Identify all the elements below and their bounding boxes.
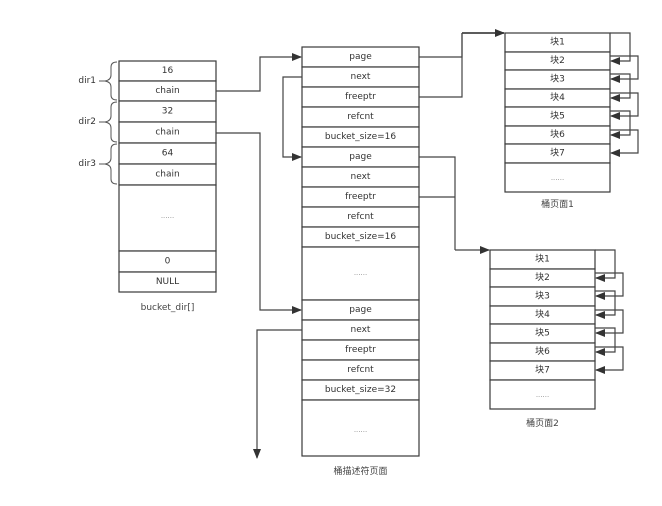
desc-cell-ellipsis-2: [301, 399, 420, 457]
bp2-block-text: 块1: [535, 253, 550, 265]
bp2-block-text: 块7: [535, 364, 550, 376]
bp1-block-text: 块3: [550, 73, 565, 85]
bucket-dir-array: 16 chain 32 chain 64 chain ...... 0 NULL…: [118, 60, 217, 313]
dir-braces: dir1 dir2 dir3: [78, 61, 118, 185]
desc-cell-text: next: [351, 72, 371, 82]
bucket-page-2: 块1 块2 块3 块4 块5 块6 块7 ...... 桶页面2: [489, 249, 596, 429]
bucket-dir-cell-text: 16: [162, 66, 174, 76]
bucket-dir-cell-text: 0: [165, 257, 171, 267]
bp2-ellipsis: [489, 379, 596, 410]
dir2-label: dir2: [78, 117, 96, 127]
line-freeptr1-to-bp1: [419, 33, 463, 98]
bp1-chain-arrow-3-to-4: [610, 73, 631, 102]
bucket-dir-cell-text: chain: [155, 128, 179, 138]
bp2-chain-arrow-1-to-2: [595, 249, 616, 282]
desc-cell-text: refcnt: [347, 212, 374, 222]
bp2-block-text: 块2: [535, 271, 550, 283]
arrow-dir1-chain-to-page1: [216, 53, 302, 92]
bp1-block-text: 块7: [550, 147, 565, 159]
bp1-chain-arrow-6-to-7: [610, 129, 639, 157]
bp1-chain-arrow-4-to-5: [610, 92, 639, 120]
line-page2-to-bp2: [419, 156, 456, 250]
bucket-page-2-caption: 桶页面2: [526, 417, 559, 429]
bp2-block-text: 块6: [535, 345, 550, 357]
bp1-ellipsis: [504, 162, 611, 193]
bp1-chain-arrow-2-to-3: [610, 55, 639, 83]
bucket-dir-cell-ellipsis: [118, 184, 217, 252]
bucket-dir-cell-text: ......: [161, 212, 174, 220]
dir2-brace: [104, 101, 118, 143]
bucket-dir-cell-text: chain: [155, 86, 179, 96]
dir1-label: dir1: [78, 76, 96, 86]
bucket-dir-cell-null: [118, 271, 217, 293]
arrow-next3-downward: [253, 329, 302, 459]
bp1-chain-arrow-1-to-2: [610, 32, 631, 65]
bp2-chain-arrow-5-to-6: [595, 327, 616, 356]
desc-cell-text: freeptr: [345, 92, 376, 102]
connectors: [216, 29, 505, 459]
desc-cell-text: page: [349, 152, 372, 162]
descriptor-page-caption: 桶描述符页面: [333, 465, 387, 477]
bp2-block-chain: [595, 249, 624, 374]
desc-cell-text: bucket_size=16: [325, 232, 397, 242]
bucket-dir-cell-text: 64: [162, 149, 174, 159]
desc-cell-text: next: [351, 172, 371, 182]
bp1-block-text: ......: [551, 174, 564, 182]
bucket-page-1: 块1 块2 块3 块4 块5 块6 块7 ...... 桶页面1: [504, 32, 611, 210]
desc-cell-text: freeptr: [345, 192, 376, 202]
bp1-block-text: 块1: [550, 36, 565, 48]
bp2-block-text: 块5: [535, 327, 550, 339]
desc-cell-text: ......: [354, 269, 367, 277]
desc-cell-text: refcnt: [347, 365, 374, 375]
desc-cell-text: freeptr: [345, 345, 376, 355]
desc-cell-text: bucket_size=32: [325, 385, 396, 395]
desc-cell-text: ......: [354, 426, 367, 434]
bp2-chain-arrow-4-to-5: [595, 309, 624, 337]
bp1-block-text: 块4: [550, 91, 565, 103]
bucket-dir-caption: bucket_dir[]: [141, 303, 195, 313]
dir3-label: dir3: [78, 159, 96, 169]
bucket-dir-cell-text: 32: [162, 107, 173, 117]
bp2-block-text: 块4: [535, 308, 550, 320]
bp2-chain-arrow-6-to-7: [595, 346, 624, 374]
bucket-dir-cell-text: NULL: [156, 277, 179, 287]
bp2-chain-arrow-2-to-3: [595, 272, 624, 300]
bp2-block-text: ......: [536, 391, 549, 399]
arrow-dir2-chain-to-page3: [216, 132, 302, 314]
desc-cell-text: next: [351, 325, 371, 335]
desc-cell-text: bucket_size=16: [325, 132, 397, 142]
bp1-block-text: 块2: [550, 54, 565, 66]
bp1-block-chain: [610, 32, 639, 157]
desc-cell-text: refcnt: [347, 112, 374, 122]
arrow-next1-to-page2: [282, 76, 302, 161]
dir1-brace: [104, 61, 118, 101]
bp1-chain-arrow-5-to-6: [610, 110, 631, 139]
bp2-block-text: 块3: [535, 290, 550, 302]
bucket-page-1-caption: 桶页面1: [541, 198, 574, 210]
desc-cell-text: page: [349, 305, 372, 315]
bp2-chain-arrow-3-to-4: [595, 290, 616, 319]
bp1-block-text: 块6: [550, 128, 565, 140]
desc-cell-ellipsis-1: [301, 246, 420, 301]
line-page1-to-bp1: [419, 33, 463, 58]
desc-cell-text: page: [349, 52, 372, 62]
descriptor-page: page next freeptr refcnt bucket_size=16 …: [301, 46, 420, 477]
dir3-brace: [104, 143, 118, 185]
bucket-dir-cell-text: chain: [155, 170, 179, 180]
bp1-block-text: 块5: [550, 110, 565, 122]
